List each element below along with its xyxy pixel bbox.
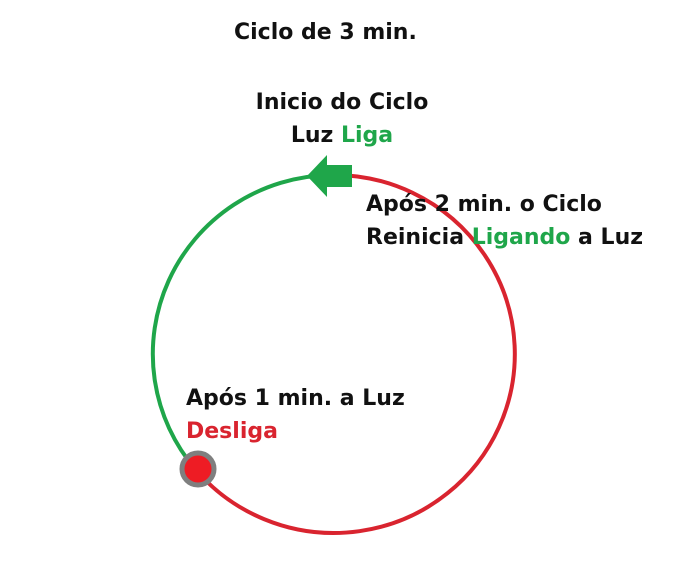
light-on-text: Liga [341,123,394,148]
diagram-title: Ciclo de 3 min. [234,20,417,45]
light-off-line-1: Após 1 min. a Luz [186,386,405,411]
light-on-arc [150,173,332,472]
cycle-start-line-2: Luz Liga [244,119,440,152]
cycle-start-prefix: Luz [290,123,341,148]
cycle-start-line-1: Inicio do Ciclo [255,90,429,115]
turning-on-text: Ligando [471,225,571,250]
light-off-arc [194,172,517,535]
light-off-label: Após 1 min. a Luz Desliga [186,382,405,448]
cycle-restart-label: Após 2 min. o Ciclo Reinicia Ligando a L… [366,188,643,254]
cycle-start-label: Inicio do Ciclo Luz Liga [244,86,440,152]
arrow-left-icon [307,155,352,197]
dot-icon [179,450,217,488]
light-off-text: Desliga [186,419,278,444]
cycle-restart-suffix: a Luz [570,225,644,250]
cycle-restart-prefix: Reinicia [366,225,472,250]
cycle-restart-line-2: Reinicia Ligando a Luz [366,221,643,254]
cycle-restart-line-1: Após 2 min. o Ciclo [366,192,602,217]
